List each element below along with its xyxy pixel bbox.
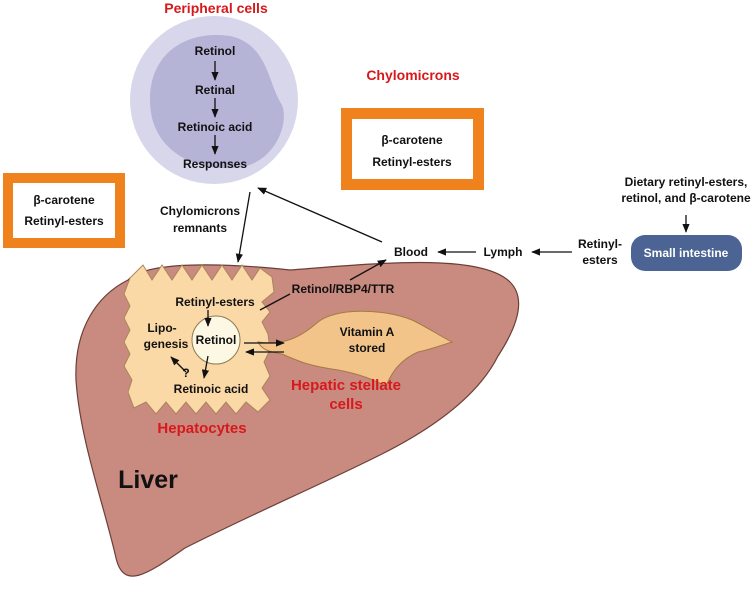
peripheral-title: Peripheral cells bbox=[164, 0, 268, 16]
vitamin-a-label: Vitamin A bbox=[340, 325, 395, 339]
lipogenesis-line1: Lipo- bbox=[147, 321, 176, 335]
left-box-beta-carotene: β-carotene bbox=[33, 193, 95, 207]
left-box-retinyl-esters: Retinyl-esters bbox=[24, 214, 104, 228]
peripheral-retinoic-acid: Retinoic acid bbox=[178, 120, 253, 134]
lymph-label: Lymph bbox=[484, 245, 523, 259]
small-intestine-pill bbox=[631, 235, 742, 271]
stellate-label-line2: cells bbox=[329, 396, 362, 413]
peripheral-responses: Responses bbox=[183, 157, 247, 171]
small-intestine-label: Small intestine bbox=[644, 246, 729, 260]
chylomicrons-title: Chylomicrons bbox=[366, 67, 460, 83]
peripheral-retinol: Retinol bbox=[195, 44, 236, 58]
hepatocytes-label: Hepatocytes bbox=[157, 420, 246, 437]
left-box-inner bbox=[13, 183, 115, 238]
hepatocyte-retinoic-acid: Retinoic acid bbox=[174, 382, 249, 396]
chylomicrons-beta-carotene: β-carotene bbox=[381, 133, 443, 147]
arrows bbox=[170, 61, 690, 379]
stellate-label-line1: Hepatic stellate bbox=[291, 377, 401, 394]
chylomicrons-retinyl-esters: Retinyl-esters bbox=[372, 155, 452, 169]
retinyl-esters-side-line2: esters bbox=[582, 253, 618, 267]
arrow-remnants-liver bbox=[235, 191, 251, 263]
peripheral-retinal: Retinal bbox=[195, 83, 235, 97]
question-mark: ? bbox=[182, 366, 189, 380]
blood-label: Blood bbox=[394, 245, 428, 259]
liver-label: Liver bbox=[118, 466, 178, 494]
dietary-line1: Dietary retinyl-esters, bbox=[625, 175, 748, 189]
hepatocyte-retinyl-esters: Retinyl-esters bbox=[175, 295, 255, 309]
remnants-line2: remnants bbox=[173, 221, 227, 235]
chylomicrons-box-inner bbox=[352, 119, 473, 179]
peripheral-cell-inner bbox=[150, 34, 284, 169]
stellate-cell bbox=[257, 310, 454, 387]
stored-label: stored bbox=[349, 341, 386, 355]
dietary-line2: retinol, and β-carotene bbox=[621, 191, 751, 205]
rbp4-label: Retinol/RBP4/TTR bbox=[292, 282, 395, 296]
nucleus bbox=[191, 315, 241, 365]
retinyl-esters-side-line1: Retinyl- bbox=[578, 237, 622, 251]
arrow-blood-peripheral bbox=[257, 187, 383, 243]
arrow-rbp4-blood bbox=[349, 259, 387, 281]
lipogenesis-line2: genesis bbox=[144, 337, 189, 351]
arrow-hepato-rbp4 bbox=[259, 293, 291, 311]
arrow-to-lipogenesis bbox=[170, 356, 187, 373]
hepatocyte-retinol: Retinol bbox=[196, 333, 237, 347]
arrow-retinol-retinoic bbox=[201, 355, 210, 379]
remnants-line1: Chylomicrons bbox=[160, 204, 240, 218]
